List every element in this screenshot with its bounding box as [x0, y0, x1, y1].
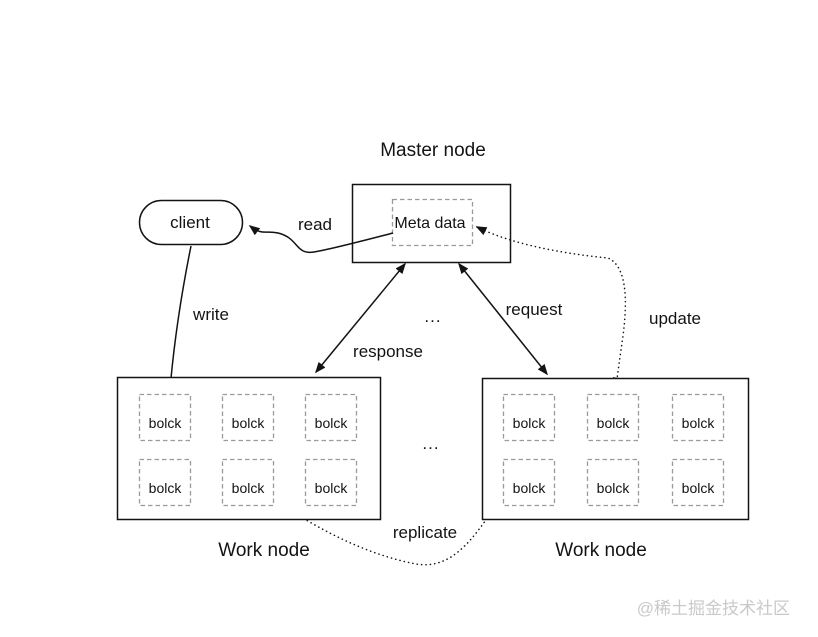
meta-data-box	[391, 198, 474, 247]
replicate-label: replicate	[393, 523, 457, 542]
block-label: bolck	[513, 480, 547, 496]
master-node-title: Master node	[380, 140, 486, 161]
write-label: write	[192, 305, 229, 324]
block-label: bolck	[597, 415, 631, 431]
update-label: update	[649, 309, 701, 328]
replicate-arrow	[197, 436, 498, 566]
response-label: response	[353, 342, 423, 361]
request-label: request	[506, 300, 563, 319]
work-node-left-label: Work node	[218, 540, 310, 561]
block-box	[138, 393, 192, 442]
block-label: bolck	[315, 415, 349, 431]
read-label: read	[298, 215, 332, 234]
watermark: @稀土掘金技术社区	[637, 599, 790, 618]
block-box	[221, 393, 275, 442]
ellipsis-middle: ...	[424, 307, 441, 326]
block-box	[502, 458, 556, 507]
work-node-right-label: Work node	[555, 540, 647, 561]
read-arrow	[248, 225, 394, 253]
write-arrow	[166, 245, 192, 391]
block-label: bolck	[682, 415, 716, 431]
block-label: bolck	[232, 415, 266, 431]
block-label: bolck	[315, 480, 349, 496]
client-node	[138, 199, 244, 246]
update-arrow	[475, 226, 627, 389]
block-label: bolck	[149, 415, 183, 431]
block-box	[586, 458, 640, 507]
work-node-right: bolck bolck bolck bolck bolck bolck Work…	[481, 377, 750, 561]
block-box	[502, 393, 556, 442]
block-box	[304, 393, 358, 442]
response-arrow	[315, 262, 406, 374]
block-label: bolck	[682, 480, 716, 496]
block-box	[671, 458, 725, 507]
work-node-left: bolck bolck bolck bolck bolck bolck Work…	[116, 376, 382, 561]
block-box	[304, 458, 358, 507]
block-box	[138, 458, 192, 507]
ellipsis-bottom: ...	[422, 434, 439, 453]
block-box	[671, 393, 725, 442]
meta-data-label: Meta data	[394, 215, 465, 232]
block-box	[586, 393, 640, 442]
block-label: bolck	[149, 480, 183, 496]
request-arrow	[458, 262, 548, 376]
block-box	[221, 458, 275, 507]
client-label: client	[170, 213, 210, 232]
block-label: bolck	[597, 480, 631, 496]
block-label: bolck	[513, 415, 547, 431]
block-label: bolck	[232, 480, 266, 496]
